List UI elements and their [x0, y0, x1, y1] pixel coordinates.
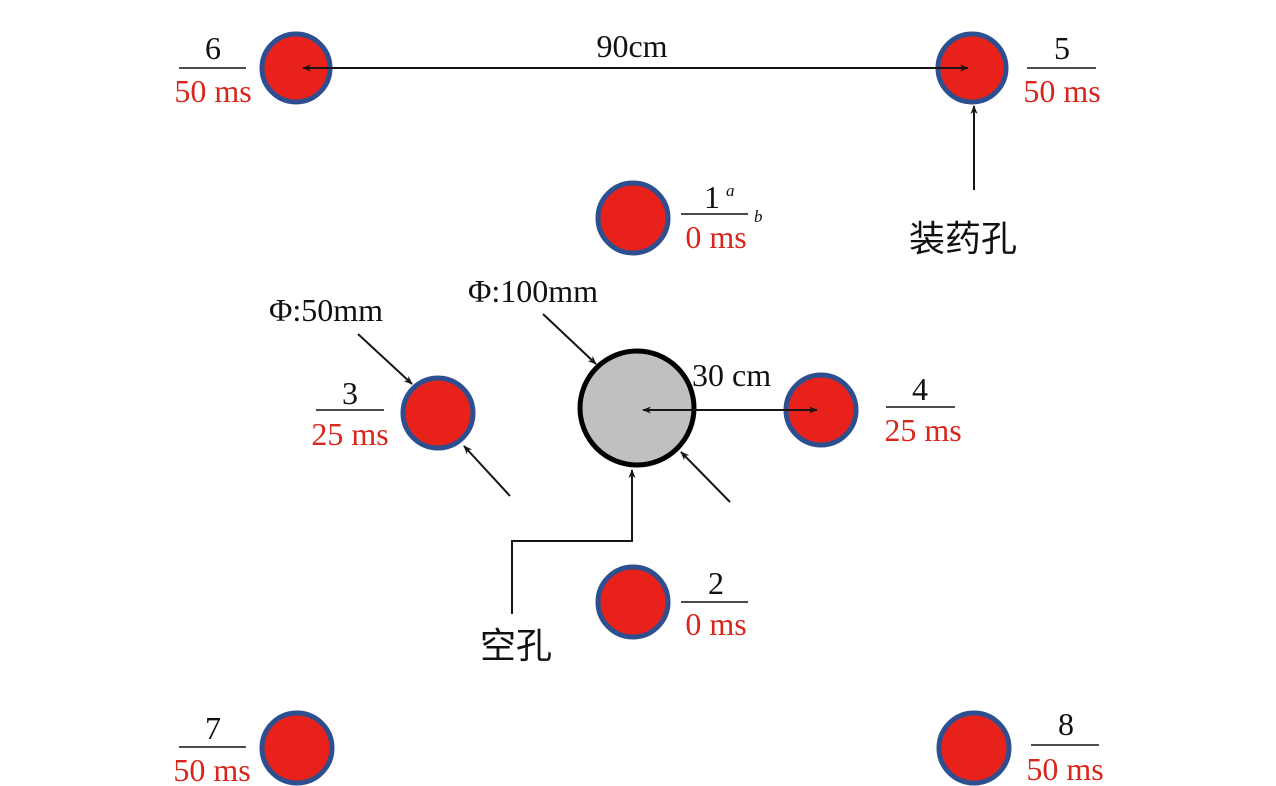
- hole-1-sub-b: b: [754, 207, 763, 226]
- spacing-top-label: 90cm: [596, 28, 667, 64]
- fraction-bars: [179, 67, 1099, 748]
- hole-4-number: 4: [912, 371, 928, 407]
- arrows: [302, 64, 978, 614]
- empty-hole-legend: 空孔: [480, 626, 552, 667]
- hole-5-delay: 50 ms: [1023, 73, 1100, 109]
- hole-6-delay: 50 ms: [174, 73, 251, 109]
- hole-8-delay: 50 ms: [1026, 751, 1103, 786]
- empty-legend-leader: [511, 469, 636, 614]
- empty-diameter-pointer: [542, 313, 597, 365]
- charge-hole-3: [400, 375, 476, 451]
- delay-labels: 50 ms 50 ms 0 ms 25 ms 25 ms 0 ms 50 ms …: [173, 73, 1103, 786]
- empty-hole-pointer-right: [680, 451, 731, 503]
- hole-3-delay: 25 ms: [311, 416, 388, 452]
- hole-5-number: 5: [1054, 30, 1070, 66]
- hole-3-number: 3: [342, 375, 358, 411]
- charge-hole-diameter-label: Φ:50mm: [269, 292, 383, 328]
- hole-2-number: 2: [708, 565, 724, 601]
- charge-hole-1: [595, 180, 671, 256]
- hole-numbers: 6 5 1 3 4 2 7 8: [205, 30, 1074, 746]
- hole-7-number: 7: [205, 710, 221, 746]
- spacing-center-label: 30 cm: [692, 357, 771, 393]
- hole-1-number: 1: [704, 179, 720, 215]
- charge-hole-8: [936, 710, 1012, 786]
- charge-hole-2: [595, 564, 671, 640]
- hole-2-delay: 0 ms: [685, 606, 746, 642]
- charge-hole-legend: 装药孔: [909, 219, 1017, 260]
- charge-diameter-pointer: [357, 333, 413, 385]
- hole3-pointer: [463, 445, 511, 497]
- hole-1-delay: 0 ms: [685, 219, 746, 255]
- hole-6-number: 6: [205, 30, 221, 66]
- hole-1-sup-a: a: [726, 181, 735, 200]
- empty-hole-diameter-label: Φ:100mm: [468, 273, 598, 309]
- empty-hole: [577, 348, 697, 468]
- annotation-labels: 90cm 30 cm Φ:100mm Φ:50mm 装药孔 空孔: [269, 28, 1017, 667]
- charge-hole-7: [259, 710, 335, 786]
- hole-4-delay: 25 ms: [884, 412, 961, 448]
- hole-7-delay: 50 ms: [173, 752, 250, 786]
- hole-8-number: 8: [1058, 706, 1074, 742]
